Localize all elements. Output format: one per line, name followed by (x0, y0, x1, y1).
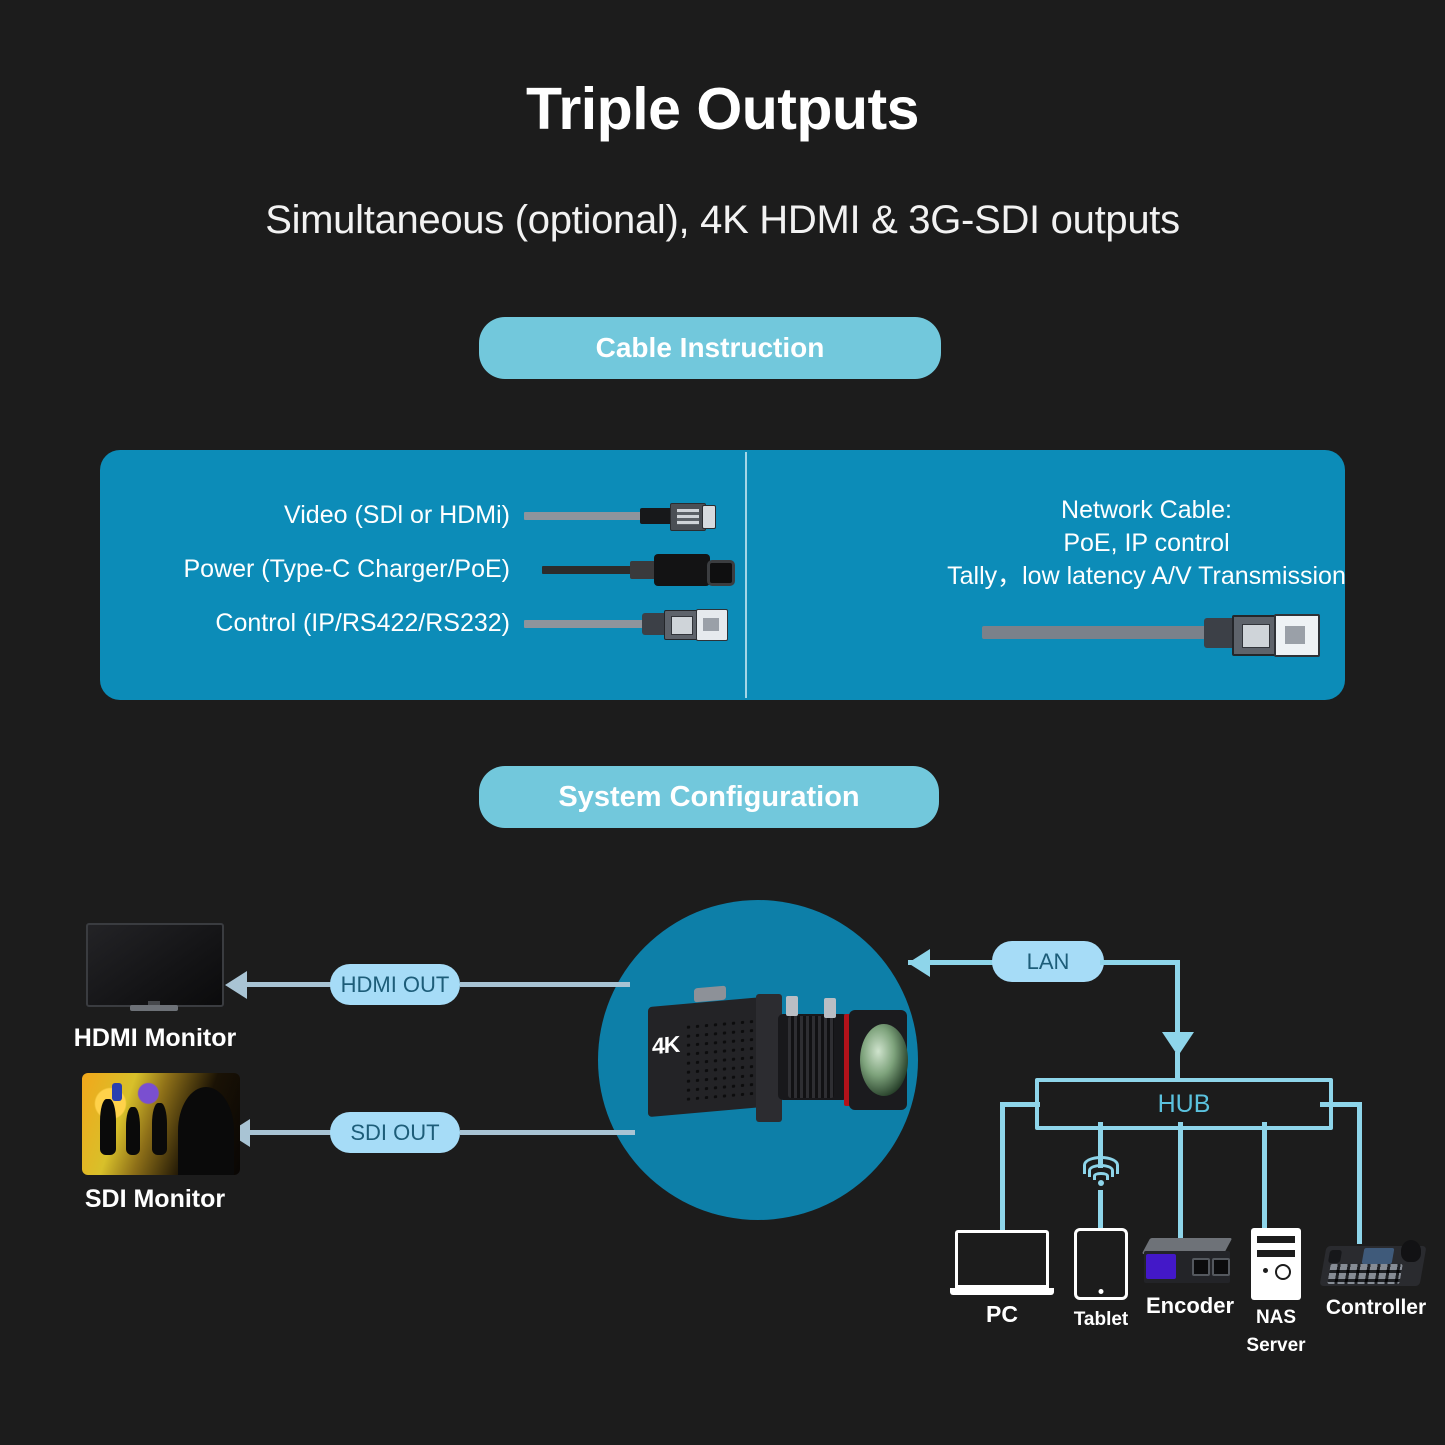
cable-label-power: Power (Type-C Charger/PoE) (183, 554, 510, 583)
cable-instruction-button[interactable]: Cable Instruction (479, 317, 941, 379)
laptop-base-icon (950, 1288, 1054, 1295)
rj45-connector-icon (524, 603, 728, 643)
pill-hdmi-out-label: HDMI OUT (340, 971, 450, 997)
hub-leg-right-v (1357, 1102, 1362, 1244)
pill-sdi-out: SDI OUT (330, 1112, 460, 1153)
encoder-icon (1141, 1238, 1236, 1286)
hub-drop-nas (1262, 1122, 1267, 1234)
hub-label: HUB (1157, 1089, 1211, 1118)
laptop-icon (955, 1230, 1049, 1288)
cable-instruction-panel: Video (SDl or HDMi) Power (Type-C Charge… (100, 450, 1345, 700)
system-configuration-button[interactable]: System Configuration (479, 766, 939, 828)
cable-row-power: Power (Type-C Charger/PoE) (145, 546, 735, 592)
lan-arrow-icon (908, 949, 930, 977)
device-pc: PC (946, 1230, 1058, 1327)
device-label-controller: Controller (1325, 1296, 1427, 1319)
cable-list: Video (SDl or HDMi) Power (Type-C Charge… (100, 450, 745, 700)
hub-drop-tablet-2 (1098, 1190, 1103, 1242)
bnc-sdi-connector-icon (524, 495, 724, 535)
hdmi-monitor-label: HDMI Monitor (73, 1024, 237, 1052)
device-controller: Controller (1318, 1238, 1434, 1318)
device-encoder: Encoder (1141, 1238, 1238, 1318)
device-tablet: Tablet (1068, 1228, 1134, 1330)
page-title: Triple Outputs (526, 76, 919, 142)
hdmi-monitor-icon (86, 923, 224, 1007)
hdmi-line-left (247, 982, 332, 987)
cable-label-video: Video (SDl or HDMi) (284, 500, 510, 529)
ptz-controller-icon (1319, 1238, 1429, 1290)
network-cable-line-2: PoE, IP control (1063, 529, 1230, 557)
lan-line-down (1175, 960, 1180, 1036)
cable-row-video: Video (SDl or HDMi) (145, 492, 725, 538)
cable-instruction-label: Cable Instruction (595, 332, 825, 363)
device-label-nas-line1: NAS (1255, 1307, 1297, 1328)
lan-line-right (1100, 960, 1180, 965)
device-label-nas-line2: Server (1246, 1335, 1306, 1356)
wifi-icon (1083, 1156, 1119, 1186)
system-configuration-label: System Configuration (558, 780, 860, 813)
system-diagram: 4K HDMI OUT HDMI Monitor SDI OUT (0, 860, 1445, 1356)
lan-line-left (908, 960, 994, 965)
device-label-pc: PC (986, 1301, 1018, 1327)
network-cable-line-1: Network Cable: (1061, 496, 1232, 524)
hub-feed-line (1175, 1052, 1180, 1082)
pill-lan-label: LAN (1026, 948, 1070, 974)
tablet-icon (1074, 1228, 1128, 1300)
cable-label-control: Control (IP/RS422/RS232) (215, 608, 510, 637)
device-label-tablet: Tablet (1073, 1309, 1129, 1330)
hub-drop-encoder (1178, 1122, 1183, 1244)
nas-server-icon (1251, 1228, 1301, 1300)
hub-leg-left-h (1000, 1102, 1040, 1107)
pill-lan: LAN (992, 941, 1104, 982)
device-nas-server: NAS Server (1242, 1228, 1310, 1356)
usb-type-c-connector-icon (524, 549, 735, 589)
pill-sdi-out-label: SDI OUT (350, 1119, 440, 1145)
camera-4k-badge: 4K (652, 1030, 680, 1060)
pill-hdmi-out: HDMI OUT (330, 964, 460, 1005)
rj45-network-connector-icon (981, 609, 1320, 657)
hub-drop-tablet (1098, 1122, 1103, 1168)
sdi-monitor-icon (82, 1073, 240, 1175)
cable-row-control: Control (IP/RS422/RS232) (145, 600, 728, 646)
sdi-monitor-label: SDI Monitor (84, 1185, 226, 1213)
panel-divider (745, 452, 747, 698)
hdmi-line-right (460, 982, 630, 987)
device-label-encoder: Encoder (1145, 1293, 1235, 1318)
network-cable-line-3: Tally，low latency A/V Transmission (947, 562, 1345, 590)
hub-leg-left-v (1000, 1102, 1005, 1244)
box-camera-4k: 4K (638, 980, 918, 1140)
hdmi-arrow-icon (225, 971, 247, 999)
page-subtitle: Simultaneous (optional), 4K HDMI & 3G-SD… (265, 198, 1180, 242)
sdi-line-right (460, 1130, 635, 1135)
sdi-line-left (250, 1130, 332, 1135)
hub-box: HUB (1035, 1078, 1333, 1130)
hdmi-monitor-neck (148, 1001, 160, 1007)
hdmi-monitor-stand (130, 1005, 178, 1011)
network-cable-block: Network Cable: PoE, IP control Tally，low… (848, 450, 1345, 700)
hub-leg-right-h (1320, 1102, 1362, 1107)
